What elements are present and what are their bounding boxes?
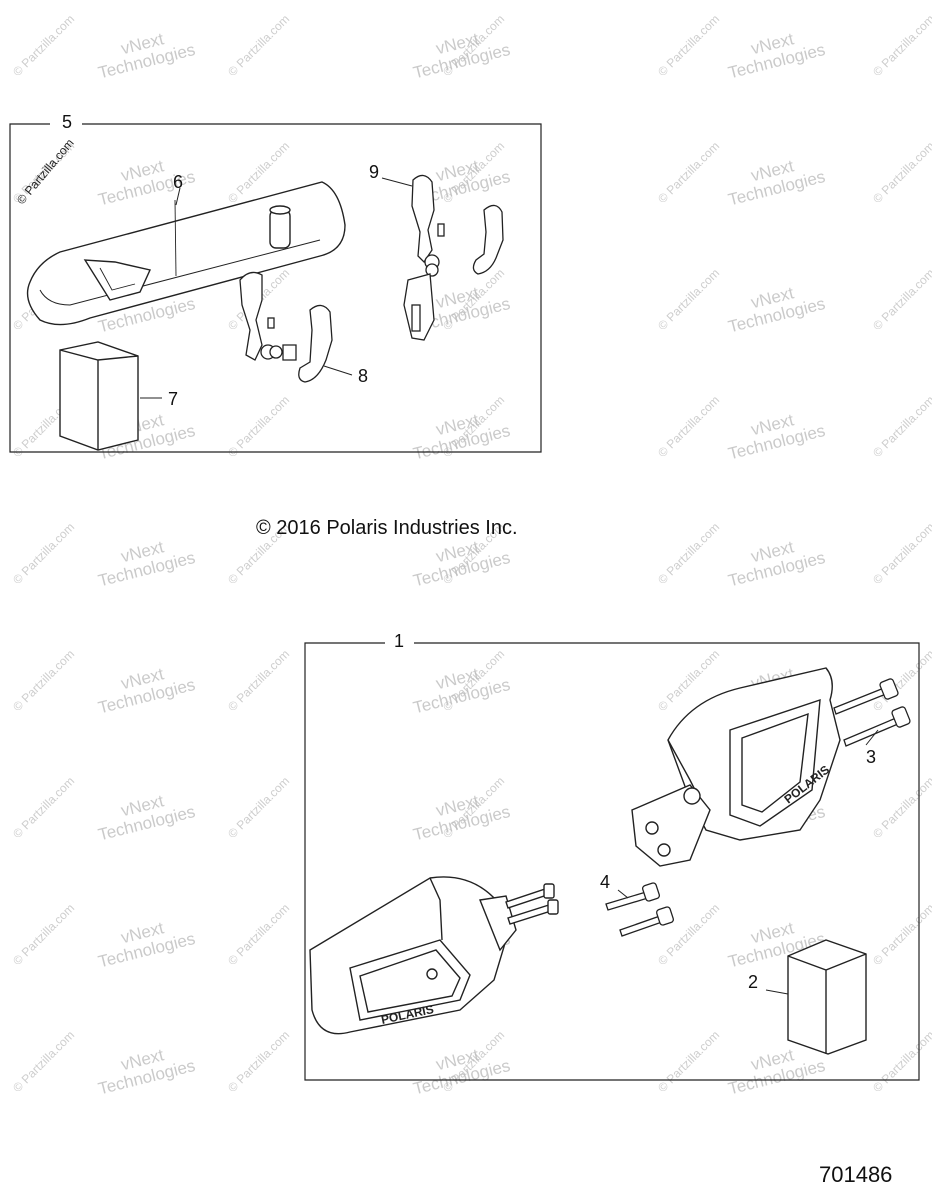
rear-view-mirror xyxy=(26,181,346,326)
callout-5: 5 xyxy=(62,112,73,132)
callout-2: 2 xyxy=(748,972,759,992)
bolts-4 xyxy=(605,882,674,937)
hardware-box-7 xyxy=(59,341,139,451)
leader-2 xyxy=(765,989,789,995)
side-mirror-right: POLARIS xyxy=(631,667,841,867)
callout-7: 7 xyxy=(168,389,179,409)
diagram-reference-number: 701486 xyxy=(819,1162,893,1187)
callout-1: 1 xyxy=(394,631,405,651)
callout-9: 9 xyxy=(369,162,380,182)
kit-1-frame xyxy=(304,642,920,1081)
callout-6: 6 xyxy=(173,172,184,192)
leader-4 xyxy=(617,889,629,899)
kit-5-frame xyxy=(9,123,542,453)
copyright-text: © 2016 Polaris Industries Inc. xyxy=(256,517,518,539)
side-mirror-left: POLARIS xyxy=(309,876,559,1035)
hardware-box-2 xyxy=(787,939,867,1055)
mount-clamp-9 xyxy=(403,174,504,341)
leader-6 xyxy=(175,187,181,206)
leader-8 xyxy=(323,365,353,376)
leader-9 xyxy=(381,177,413,187)
mount-clamp-8 xyxy=(239,271,333,383)
callout-4: 4 xyxy=(600,872,611,892)
bolts-3 xyxy=(833,678,911,747)
leader-3 xyxy=(865,729,879,746)
callout-8: 8 xyxy=(358,366,369,386)
callout-3: 3 xyxy=(866,747,877,767)
